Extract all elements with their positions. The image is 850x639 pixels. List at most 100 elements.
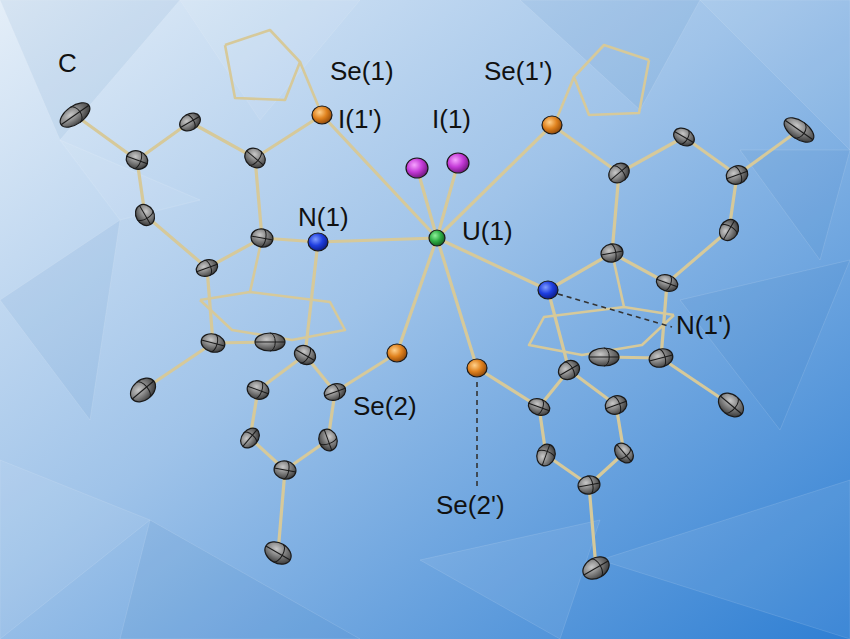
atom-ellipsoid	[124, 148, 151, 172]
octant-line	[255, 382, 265, 400]
atom-ellipse	[176, 110, 203, 135]
background-triangle	[680, 260, 850, 430]
atom-ellipse	[245, 378, 272, 402]
atom-ellipsoid	[654, 272, 680, 295]
atom-label: I(1)	[432, 106, 471, 132]
principal-axis	[61, 105, 89, 125]
background-triangle	[600, 480, 850, 639]
atom-ellipse	[250, 227, 275, 249]
bond	[737, 130, 799, 175]
wireframe-groups	[200, 30, 674, 355]
atom-ellipse	[322, 381, 348, 404]
atom-ellipse	[714, 388, 748, 421]
atom-label: C	[58, 50, 77, 76]
atom-ellipsoid	[447, 153, 469, 173]
atom-label: I(1')	[338, 106, 382, 132]
atom-ellipse	[579, 552, 613, 583]
atom-ellipse	[647, 346, 675, 370]
octant-line	[249, 151, 264, 167]
atom-ellipsoid	[600, 242, 625, 264]
atom-ellipsoid	[603, 393, 630, 417]
atom-ellipse	[716, 216, 743, 244]
atom-ellipse	[534, 442, 558, 469]
bond	[667, 230, 729, 283]
octant-line	[536, 399, 545, 415]
principal-axis	[649, 355, 672, 361]
octant-line	[270, 333, 275, 351]
bond	[661, 283, 667, 358]
background-triangle	[700, 0, 850, 150]
atom-ellipsoid	[255, 333, 285, 351]
principal-axis	[180, 117, 199, 128]
principal-axis	[127, 156, 148, 164]
atom-ellipse	[132, 201, 159, 229]
atom-ellipsoid	[406, 158, 428, 178]
octant-line	[283, 461, 290, 479]
octant-line	[613, 164, 628, 180]
bonds	[75, 115, 799, 568]
background-triangle	[0, 0, 180, 140]
atom-ellipse	[600, 242, 625, 264]
octant-line	[137, 379, 154, 397]
leader-lines	[477, 294, 672, 486]
atom-ellipsoid	[542, 116, 562, 134]
atom-ellipsoid	[716, 216, 743, 244]
atom-label: U(1)	[462, 218, 513, 244]
atom-ellipse	[538, 281, 558, 299]
principal-axis	[251, 236, 273, 240]
atom-ellipsoid	[714, 388, 748, 421]
atom-ellipsoid	[199, 331, 227, 355]
atom-ellipsoid	[291, 342, 319, 369]
atom-ellipsoid	[312, 106, 332, 124]
atom-ellipse	[603, 393, 630, 417]
bond	[318, 238, 437, 242]
atom-ellipsoid	[670, 125, 697, 150]
atom-ellipsoid	[780, 113, 818, 147]
wireframe-bond	[225, 30, 300, 100]
principal-axis	[255, 342, 285, 343]
bond	[145, 215, 207, 268]
principal-axis	[295, 350, 314, 361]
octant-line	[134, 152, 144, 170]
atom-ellipsoid	[647, 346, 675, 370]
principal-axis	[727, 171, 748, 179]
octant-line	[734, 165, 744, 183]
atom-ellipsoid	[605, 159, 633, 187]
octant-line	[332, 383, 341, 399]
principal-axis	[657, 279, 678, 287]
octant-line	[260, 229, 267, 247]
bond	[397, 238, 437, 353]
atom-ellipse	[194, 257, 220, 280]
octant-line	[610, 243, 617, 261]
bond	[417, 168, 437, 238]
atom-ellipsoid	[534, 442, 558, 469]
background-triangle	[60, 140, 200, 220]
atom-ellipsoid	[273, 459, 298, 481]
atom-ellipsoid	[241, 144, 269, 172]
octant-line	[273, 544, 287, 564]
atom-ellipsoid	[526, 396, 552, 419]
bond	[75, 115, 137, 160]
principal-axis	[674, 132, 693, 143]
principal-axis	[201, 340, 224, 346]
bond	[207, 268, 213, 343]
atom-ellipsoid	[126, 373, 160, 406]
atom-ellipse	[312, 106, 332, 124]
wireframe-bond	[574, 45, 649, 115]
octant-line	[320, 437, 338, 447]
atom-ellipsoid	[387, 344, 407, 362]
atom-ellipsoid	[56, 98, 94, 132]
bond	[255, 115, 322, 158]
atom-ellipse	[605, 159, 633, 187]
principal-axis	[248, 386, 269, 394]
octant-line	[618, 448, 633, 461]
atom-ellipsoid	[132, 201, 159, 229]
atom-ellipse	[654, 272, 680, 295]
octant-line	[211, 334, 220, 352]
principal-axis	[785, 120, 813, 140]
atom-ellipse	[724, 163, 751, 187]
atom-label: Se(1)	[330, 58, 394, 84]
octant-line	[204, 259, 213, 275]
